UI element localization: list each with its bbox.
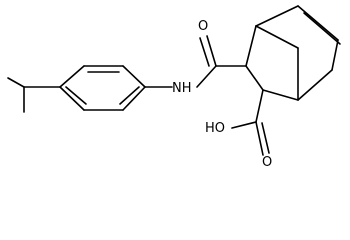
amide-carbonyl-oxygen-label: O bbox=[198, 19, 208, 34]
benzene-ring bbox=[59, 65, 146, 111]
amide-group bbox=[196, 35, 247, 88]
isopropyl-group bbox=[7, 77, 61, 113]
amide-nh-label: NH bbox=[172, 81, 192, 96]
molecule-structure: O NH HO O bbox=[7, 5, 341, 168]
acid-carbonyl-oxygen-label: O bbox=[262, 155, 272, 168]
bicyclooctene-core bbox=[245, 5, 341, 101]
carboxylic-acid-group bbox=[231, 89, 270, 156]
acid-hydroxyl-label: HO bbox=[205, 121, 225, 136]
